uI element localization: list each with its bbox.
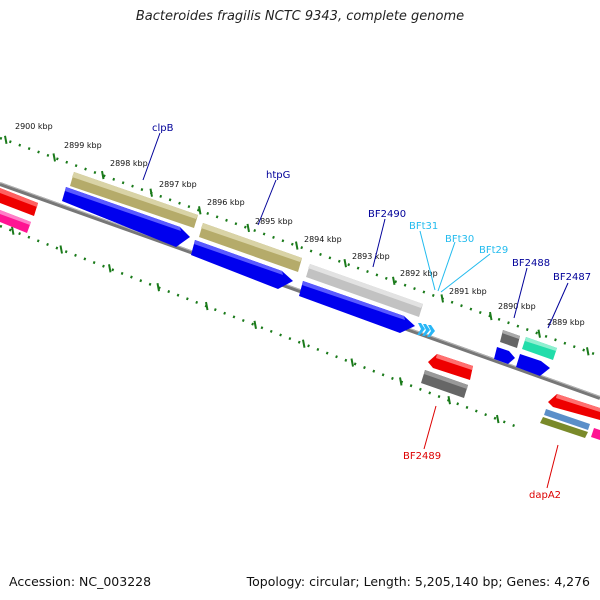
- ruler-major-tick: [399, 377, 403, 386]
- leader-dapA2: [546, 444, 559, 489]
- trna-BFt31[interactable]: [417, 323, 425, 335]
- tick-label: 2899 kbp: [64, 141, 102, 150]
- tick-label: 2900 kbp: [15, 122, 53, 131]
- gene-label-BF2490[interactable]: BF2490: [368, 209, 406, 220]
- tick-label: 2896 kbp: [207, 198, 245, 207]
- map-title: Bacteroides fragilis NCTC 9343, complete…: [135, 9, 465, 24]
- gene-label-BF2488[interactable]: BF2488: [512, 258, 550, 269]
- leader-BF2489: [423, 405, 437, 450]
- reverse-features: [0, 188, 600, 440]
- leader-htpG: [257, 179, 277, 226]
- leader-clpB: [142, 132, 161, 181]
- leader-BFt31: [419, 230, 436, 291]
- ruler-major-tick: [447, 396, 451, 405]
- ruler-major-tick: [302, 339, 306, 348]
- outer-major-ticks: [4, 135, 590, 356]
- ruler-major-tick: [156, 282, 160, 292]
- trna-BFt30[interactable]: [422, 324, 430, 336]
- ruler-major-tick: [295, 241, 299, 250]
- ruler-major-tick: [11, 226, 15, 235]
- ruler-major-tick: [496, 414, 500, 424]
- cds-BF2490-arrow-shade: [302, 281, 405, 320]
- gene-left-pink-top: [0, 210, 31, 225]
- cds-dapA2-arrow-top: [556, 394, 600, 412]
- ruler-major-tick: [149, 188, 153, 197]
- ruler-major-tick: [392, 276, 396, 285]
- ruler-major-tick: [101, 170, 105, 180]
- tick-label: 2891 kbp: [449, 287, 487, 296]
- cds-clpB-arrow-shade: [65, 187, 181, 231]
- gene-label-BFt30[interactable]: BFt30: [445, 234, 474, 245]
- cds-BF2489-arrow-top: [436, 354, 473, 370]
- gene-clpB-olive-top: [72, 172, 198, 219]
- cds-dapA2-arrow[interactable]: [548, 394, 600, 420]
- gene-label-dapA2[interactable]: dapA2: [529, 490, 561, 501]
- topology-text: Topology: circular; Length: 5,205,140 bp…: [246, 574, 590, 589]
- ruler-major-tick: [108, 264, 112, 273]
- tick-label: 2892 kbp: [400, 269, 438, 278]
- tick-label: 2894 kbp: [304, 235, 342, 244]
- tick-label: 2898 kbp: [110, 159, 148, 168]
- cds-BF2487-arrow[interactable]: [516, 354, 550, 376]
- gene-BF2487-teal-top: [525, 337, 557, 351]
- ruler-major-tick: [59, 245, 63, 254]
- ruler-major-tick: [440, 294, 444, 303]
- tick-label: 2895 kbp: [255, 217, 293, 226]
- cds-htpG-arrow-shade: [194, 240, 283, 275]
- cds-BF2489-arrow[interactable]: [428, 354, 473, 380]
- cds-BF2488-arrow[interactable]: [494, 347, 515, 364]
- gene-label-BF2487[interactable]: BF2487: [553, 272, 591, 283]
- gene-right-pink[interactable]: [591, 428, 600, 440]
- ruler-major-tick: [246, 223, 250, 233]
- ruler-major-tick: [350, 358, 354, 367]
- ruler-major-tick: [52, 153, 56, 162]
- ruler-major-tick: [343, 258, 347, 268]
- gene-BF2488-gray-top: [502, 330, 520, 339]
- ruler-major-tick: [198, 206, 202, 215]
- gene-label-BF2489[interactable]: BF2489: [403, 451, 441, 462]
- leader-BF2487: [547, 282, 569, 329]
- tick-label: 2897 kbp: [159, 180, 197, 189]
- ruler-major-tick: [489, 311, 493, 321]
- ruler-major-tick: [4, 135, 8, 145]
- gene-BF2490-gray-top: [308, 264, 423, 308]
- accession-text: Accession: NC_003228: [9, 574, 152, 589]
- genome-backbone-highlight: [0, 182, 600, 397]
- gene-label-clpB[interactable]: clpB: [152, 123, 174, 134]
- ruler-major-tick: [537, 329, 541, 338]
- gene-left-red-top: [0, 188, 38, 207]
- outer-ruler-line: [0, 136, 600, 358]
- leader-BFt30: [437, 241, 456, 292]
- inner-major-ticks: [11, 226, 500, 424]
- leader-BF2490: [372, 218, 386, 268]
- gene-olivegreen[interactable]: [540, 417, 588, 438]
- leader-BF2488: [513, 267, 528, 319]
- gene-label-BFt29[interactable]: BFt29: [479, 245, 508, 256]
- leader-BFt29: [440, 253, 491, 293]
- cds-BF2490-arrow[interactable]: [299, 281, 415, 333]
- ruler-major-tick: [205, 301, 209, 311]
- cds-htpG-arrow[interactable]: [191, 240, 293, 289]
- genome-backbone: [0, 182, 600, 400]
- ruler-major-tick: [253, 320, 257, 330]
- cds-clpB-arrow[interactable]: [62, 187, 190, 247]
- ruler-major-tick: [586, 347, 590, 356]
- forward-features: [62, 172, 557, 376]
- tick-label: 2889 kbp: [547, 318, 585, 327]
- gene-label-htpG[interactable]: htpG: [266, 170, 290, 181]
- trna-BFt29[interactable]: [427, 325, 435, 337]
- tick-label: 2893 kbp: [352, 252, 390, 261]
- gene-BF2489-gray-top: [424, 370, 468, 389]
- gene-label-BFt31[interactable]: BFt31: [409, 221, 438, 232]
- gene-steelblue[interactable]: [544, 409, 590, 430]
- gene-htpG-olive-top: [201, 223, 302, 262]
